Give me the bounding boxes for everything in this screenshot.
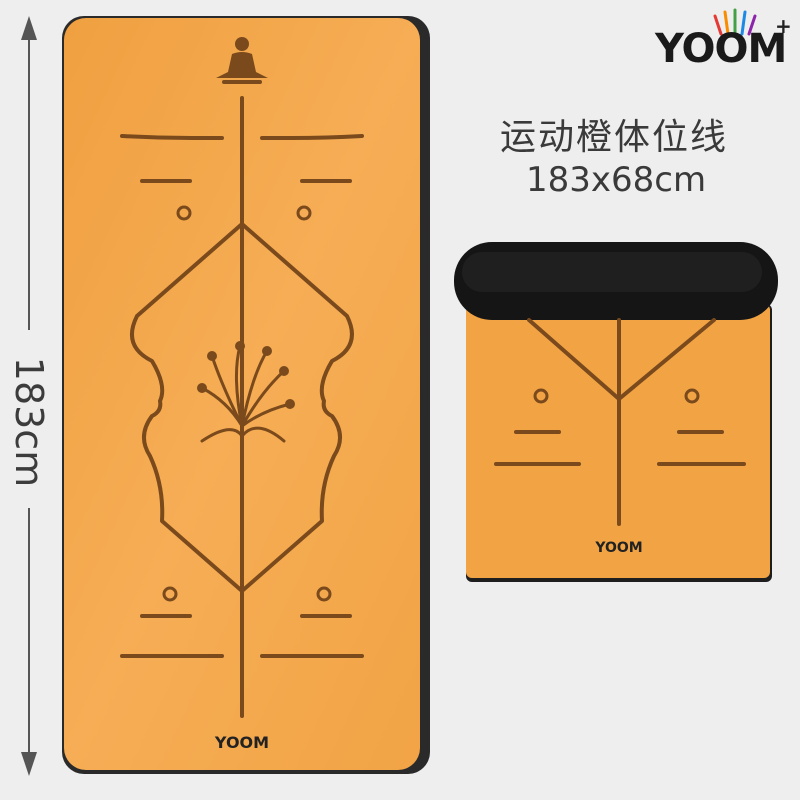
logo-rays-icon	[713, 8, 757, 36]
mat-logo-text: YOOM	[214, 733, 269, 752]
product-title: 运动橙体位线	[500, 117, 729, 158]
brand-logo: YOOM +	[655, 8, 792, 72]
brand-name: YOOM	[655, 26, 787, 72]
yoga-mat-rolled: YOOM	[454, 242, 778, 582]
length-label: 183cm	[7, 356, 51, 488]
length-dimension-arrow	[21, 16, 37, 776]
product-size: 183x68cm	[526, 160, 707, 200]
rolled-mat-logo-text: YOOM	[594, 540, 642, 556]
yoga-mat-flat: YOOM	[62, 16, 430, 774]
plus-icon: +	[775, 14, 792, 38]
